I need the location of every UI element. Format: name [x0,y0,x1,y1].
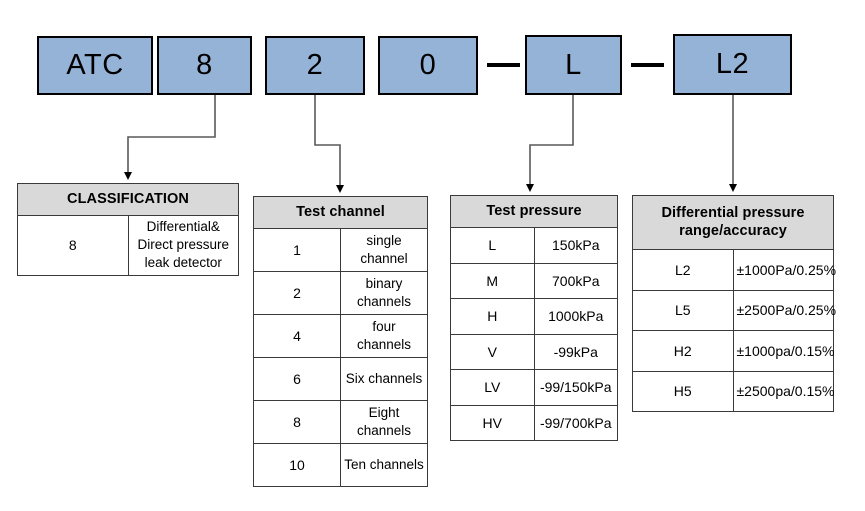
differential-pressure-key: L2 [632,249,734,291]
test-channel-table: Test channel 1 single channel 2 binary c… [253,196,428,487]
table-row: H 1000kPa [450,298,618,335]
test-pressure-key: V [450,333,535,370]
differential-pressure-value: ±1000Pa/0.25% [732,249,836,291]
table-row: L2 ±1000Pa/0.25% [632,249,836,291]
table-row: V -99kPa [450,333,618,370]
test-channel-key: 8 [253,400,341,444]
test-pressure-key: H [450,298,535,335]
test-channel-value: four channels [340,314,428,358]
table-row: L 150kPa [450,227,618,264]
table-row: H2 ±1000pa/0.15% [632,330,835,372]
test-channel-header: Test channel [253,196,428,229]
code-box-prefix[interactable]: ATC [37,36,153,95]
test-channel-value: single channel [340,228,428,272]
classification-header: CLASSIFICATION [17,183,239,216]
table-row: 8 Eight channels [253,400,428,444]
test-pressure-key: M [450,262,535,299]
classification-table: CLASSIFICATION 8 Differential& Direct pr… [17,183,239,276]
test-channel-key: 2 [253,271,341,315]
test-pressure-value: 1000kPa [533,298,618,335]
test-pressure-value: 150kPa [533,227,618,264]
code-box-differential[interactable]: L2 [673,34,792,95]
table-row: H5 ±2500pa/0.15% [632,370,835,412]
table-row: 4 four channels [253,314,428,358]
test-pressure-header: Test pressure [450,195,618,228]
table-row: L5 ±2500Pa/0.25% [632,289,836,331]
differential-pressure-value: ±1000pa/0.15% [732,330,835,372]
differential-pressure-table: Differential pressure range/accuracy L2 … [632,195,836,412]
differential-pressure-header: Differential pressure range/accuracy [632,195,834,250]
test-channel-key: 10 [253,443,341,487]
code-box-classification[interactable]: 8 [157,36,252,95]
table-row: LV -99/150kPa [450,369,618,406]
code-box-channel[interactable]: 2 [265,36,365,95]
table-header-row: Test pressure [450,195,618,228]
differential-pressure-value: ±2500Pa/0.25% [732,289,836,331]
table-row: 1 single channel [253,228,428,272]
table-header-row: Test channel [253,196,428,229]
code-box-pressure[interactable]: L [525,35,622,95]
test-pressure-value: -99kPa [533,333,618,370]
test-channel-value: Six channels [340,357,428,401]
test-pressure-value: -99/150kPa [533,369,618,406]
differential-pressure-key: H5 [632,370,734,412]
test-channel-key: 4 [253,314,341,358]
classification-value: Differential& Direct pressure leak detec… [127,215,239,276]
test-channel-value: Eight channels [340,400,428,444]
table-row: 6 Six channels [253,357,428,401]
connector-class [124,95,216,180]
table-header-row: Differential pressure range/accuracy [632,195,834,250]
test-pressure-value: 700kPa [533,262,618,299]
test-channel-value: binary channels [340,271,428,315]
test-channel-value: Ten channels [340,443,428,487]
table-row: 10 Ten channels [253,443,428,487]
code-separator-dash-2 [631,63,664,67]
test-pressure-value: -99/700kPa [533,404,618,441]
table-row: HV -99/700kPa [450,404,618,441]
table-row: 2 binary channels [253,271,428,315]
table-header-row: CLASSIFICATION [17,183,239,216]
code-box-zero[interactable]: 0 [378,36,478,95]
table-row: 8 Differential& Direct pressure leak det… [17,215,239,276]
table-row: M 700kPa [450,262,618,299]
test-pressure-key: HV [450,404,535,441]
classification-key: 8 [17,215,129,276]
test-channel-key: 6 [253,357,341,401]
test-pressure-key: LV [450,369,535,406]
connector-channel [314,95,344,193]
test-pressure-table: Test pressure L 150kPa M 700kPa H 1000kP… [450,195,618,441]
connector-pressure [526,95,574,192]
differential-pressure-key: H2 [632,330,734,372]
code-separator-dash-1 [487,63,520,67]
differential-pressure-key: L5 [632,289,734,331]
test-channel-key: 1 [253,228,341,272]
test-pressure-key: L [450,227,535,264]
differential-pressure-value: ±2500pa/0.15% [732,370,835,412]
